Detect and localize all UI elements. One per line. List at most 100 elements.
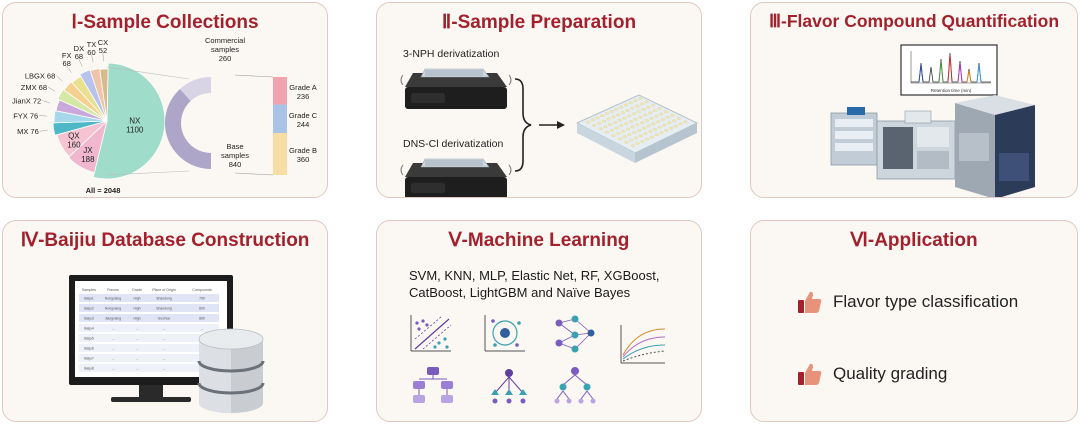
plate-well xyxy=(636,110,641,113)
plate-well xyxy=(635,142,640,145)
db-cell: Nongxiang xyxy=(105,307,121,311)
db-column-header: Compounds xyxy=(192,288,212,292)
ml-icons xyxy=(410,315,666,404)
plate-well xyxy=(604,112,609,115)
plate-well xyxy=(630,106,635,110)
db-cell: Baiju4 xyxy=(84,327,94,331)
db-cell: Baiju7 xyxy=(84,357,94,361)
plate-well xyxy=(628,120,634,123)
merge-brace xyxy=(514,78,532,172)
pie-value: 160 xyxy=(67,141,81,150)
plate-well xyxy=(590,118,595,122)
plate-well xyxy=(619,105,624,109)
plate-well xyxy=(624,122,629,125)
plate-well xyxy=(663,110,669,114)
pie-label: CX xyxy=(98,38,108,47)
regression-curves-icon xyxy=(620,325,666,364)
db-row xyxy=(79,314,219,322)
pie-value: 188 xyxy=(81,155,95,164)
plate-well xyxy=(656,120,661,123)
db-row xyxy=(79,324,219,332)
panel-machine-learning: Ⅴ-Machine Learning SVM, KNN, MLP, Elasti… xyxy=(376,220,702,422)
db-cell: Jiangxiang xyxy=(105,317,121,321)
plate-well xyxy=(659,112,664,116)
db-cell: ... xyxy=(163,357,166,361)
grade-value: 236 xyxy=(297,92,310,101)
plate-well xyxy=(595,116,600,120)
pie-slice-mx xyxy=(52,120,108,136)
plate-well xyxy=(648,111,653,115)
db-cell: ... xyxy=(112,327,115,331)
plate-well xyxy=(665,115,670,119)
plate-well xyxy=(637,128,642,132)
plate-well xyxy=(614,126,619,130)
pie-label: DX xyxy=(74,44,84,53)
pie-leader-line xyxy=(56,75,63,82)
db-row xyxy=(79,304,219,312)
plate-well xyxy=(600,114,605,118)
db-column-header: Place of Origin xyxy=(152,288,176,292)
plate-well xyxy=(620,111,625,114)
plate-well xyxy=(638,97,643,100)
plate-well xyxy=(654,133,659,137)
knn-cluster-icon xyxy=(484,315,525,352)
plate-well xyxy=(646,124,651,128)
pie-label: NX xyxy=(129,117,141,126)
plate-well xyxy=(644,100,649,104)
plate-well xyxy=(611,134,616,137)
db-row xyxy=(79,344,219,352)
db-cell: Baiju2 xyxy=(84,307,94,311)
db-cell: ... xyxy=(136,347,139,351)
db-cell: 800 xyxy=(199,307,205,311)
db-cell: ... xyxy=(112,347,115,351)
db-row xyxy=(79,364,219,372)
thumbs-up-icon xyxy=(798,291,822,313)
plate-well xyxy=(643,113,648,117)
pie-label: ZMX 68 xyxy=(21,83,47,92)
ml-algorithms-text: SVM, KNN, MLP, Elastic Net, RF, XGBoost,… xyxy=(409,268,660,300)
pie-slice-lbgx xyxy=(63,81,108,122)
plate-well xyxy=(625,109,630,112)
plate-well xyxy=(638,134,643,138)
database-cylinder-icon xyxy=(197,328,265,413)
plate-well xyxy=(596,122,602,125)
plate-well xyxy=(638,115,643,119)
panel-flavor-quantification: Ⅲ-Flavor Compound Quantification Retenti… xyxy=(750,2,1078,198)
db-cell: ... xyxy=(136,327,139,331)
panel-title: Ⅰ-Sample Collections xyxy=(71,12,259,33)
donut-base xyxy=(165,89,211,169)
plate-well xyxy=(657,107,662,110)
grade-bar-grade-c xyxy=(273,104,287,133)
plate-well xyxy=(644,119,650,122)
classifier-tree-icon xyxy=(491,369,527,404)
db-cell: ... xyxy=(136,367,139,371)
db-cell: ... xyxy=(201,327,204,331)
chromatogram-screen: Retention time (min) xyxy=(900,44,998,96)
boosting-tree-icon xyxy=(554,367,596,404)
db-row xyxy=(79,294,219,302)
grade-value: 360 xyxy=(297,155,310,164)
grade-bar-grade-a xyxy=(273,77,287,105)
plate-well xyxy=(649,135,655,139)
deriv-label-1: 3-NPH derivatization xyxy=(403,48,499,60)
plate-well xyxy=(622,116,627,120)
plate-well xyxy=(652,109,657,113)
plate-well xyxy=(643,132,648,135)
pie-total-label: All = 2048 xyxy=(86,186,121,195)
plate-well xyxy=(659,131,664,134)
plate-well xyxy=(632,131,637,134)
db-cell: ... xyxy=(112,357,115,361)
plate-well xyxy=(624,140,629,144)
panel-title: Ⅵ-Application xyxy=(850,230,978,251)
plate-well xyxy=(664,129,669,132)
pie-leader-line xyxy=(66,66,72,73)
db-row xyxy=(79,354,219,362)
db-column-header: Samples xyxy=(82,288,96,292)
plate-well xyxy=(617,118,622,122)
plate-well xyxy=(670,113,675,117)
pie-slice-cx xyxy=(99,68,109,122)
panel-title: Ⅳ-Baijiu Database Construction xyxy=(20,230,310,251)
